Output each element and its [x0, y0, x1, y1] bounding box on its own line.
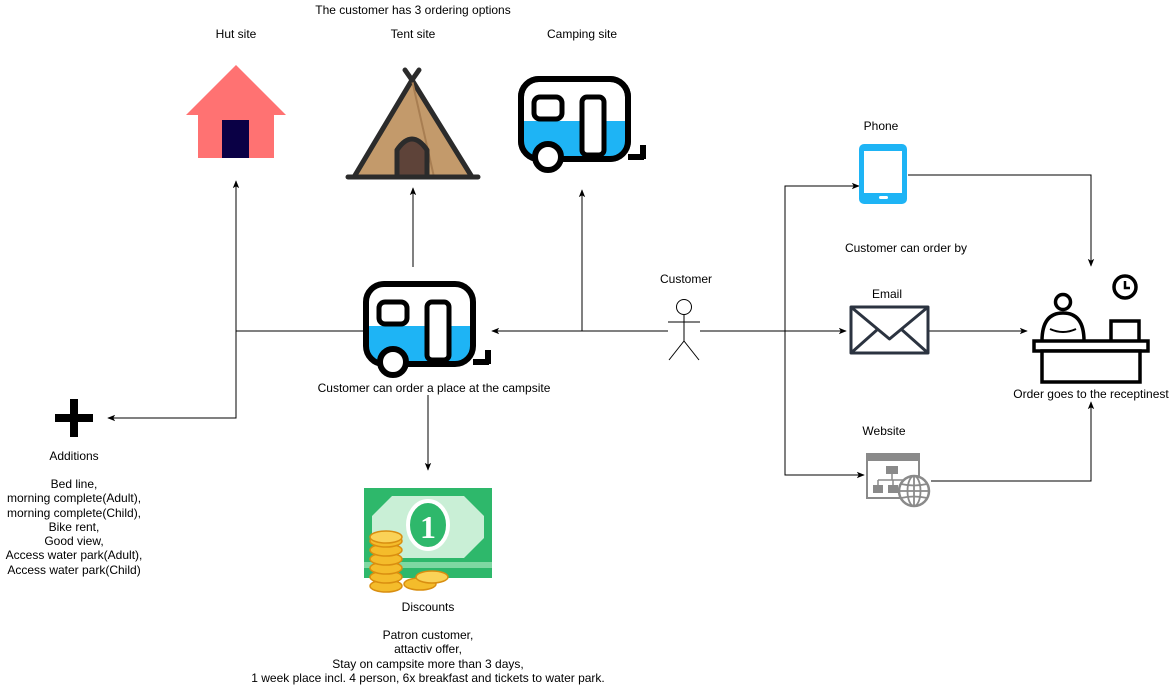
- additions-item: Access water park(Adult),: [5, 548, 143, 563]
- email-envelope-icon: [849, 305, 930, 355]
- phone-icon: [859, 144, 907, 204]
- camping-caravan-icon: [518, 76, 646, 173]
- arrow-to-website: [784, 331, 865, 479]
- hut-icon: [186, 65, 286, 158]
- discount-item: Patron customer,: [382, 628, 474, 642]
- receptionist-label: Order goes to the receptinest: [1013, 387, 1169, 401]
- additions-list: Bed line, morning complete(Adult), morni…: [6, 477, 143, 577]
- arrow-to-additions: [107, 331, 237, 422]
- money-discount-icon: 1: [364, 488, 492, 593]
- website-sitemap-icon: [866, 453, 931, 508]
- diagram-title: The customer has 3 ordering options: [315, 3, 511, 17]
- additions-label: Additions: [49, 449, 99, 463]
- website-label: Website: [862, 424, 906, 438]
- customer-label: Customer: [659, 272, 713, 286]
- connectors: [107, 174, 1095, 482]
- additions-item: morning complete(Child),: [6, 505, 142, 520]
- camping-site-label: Camping site: [546, 27, 618, 41]
- phone-label: Phone: [863, 119, 899, 133]
- tent-icon: [345, 67, 481, 180]
- discount-item: attactiv offer,: [394, 642, 462, 657]
- hut-site-label: Hut site: [215, 27, 257, 41]
- receptionist-desk-icon: [1032, 274, 1150, 384]
- tent-site-label: Tent site: [390, 27, 436, 41]
- order-by-label: Customer can order by: [844, 241, 968, 255]
- additions-item: Access water park(Child): [7, 562, 141, 577]
- arrow-phone-to-receptionist: [908, 174, 1095, 267]
- arrow-to-phone: [784, 182, 860, 331]
- additions-item: Bed line,: [50, 477, 98, 491]
- discounts-label: Discounts: [401, 600, 455, 614]
- arrow-website-to-receptionist: [931, 401, 1095, 482]
- additions-item: Good view,: [44, 534, 104, 549]
- discount-item: Stay on campsite more than 3 days,: [332, 656, 524, 671]
- discounts-list: Patron customer, attactiv offer, Stay on…: [251, 628, 605, 685]
- campsite-caravan-icon: [363, 281, 491, 378]
- customer-actor-icon: [668, 299, 700, 361]
- plus-icon: [55, 399, 93, 437]
- additions-item: Bike rent,: [48, 519, 100, 534]
- arrow-to-hut: [232, 180, 363, 332]
- email-label: Email: [871, 287, 903, 301]
- svg-text:1: 1: [420, 509, 436, 545]
- discount-item: 1 week place incl. 4 person, 6x breakfas…: [251, 670, 605, 685]
- additions-item: morning complete(Adult),: [6, 491, 142, 506]
- order-place-label: Customer can order a place at the campsi…: [317, 381, 551, 395]
